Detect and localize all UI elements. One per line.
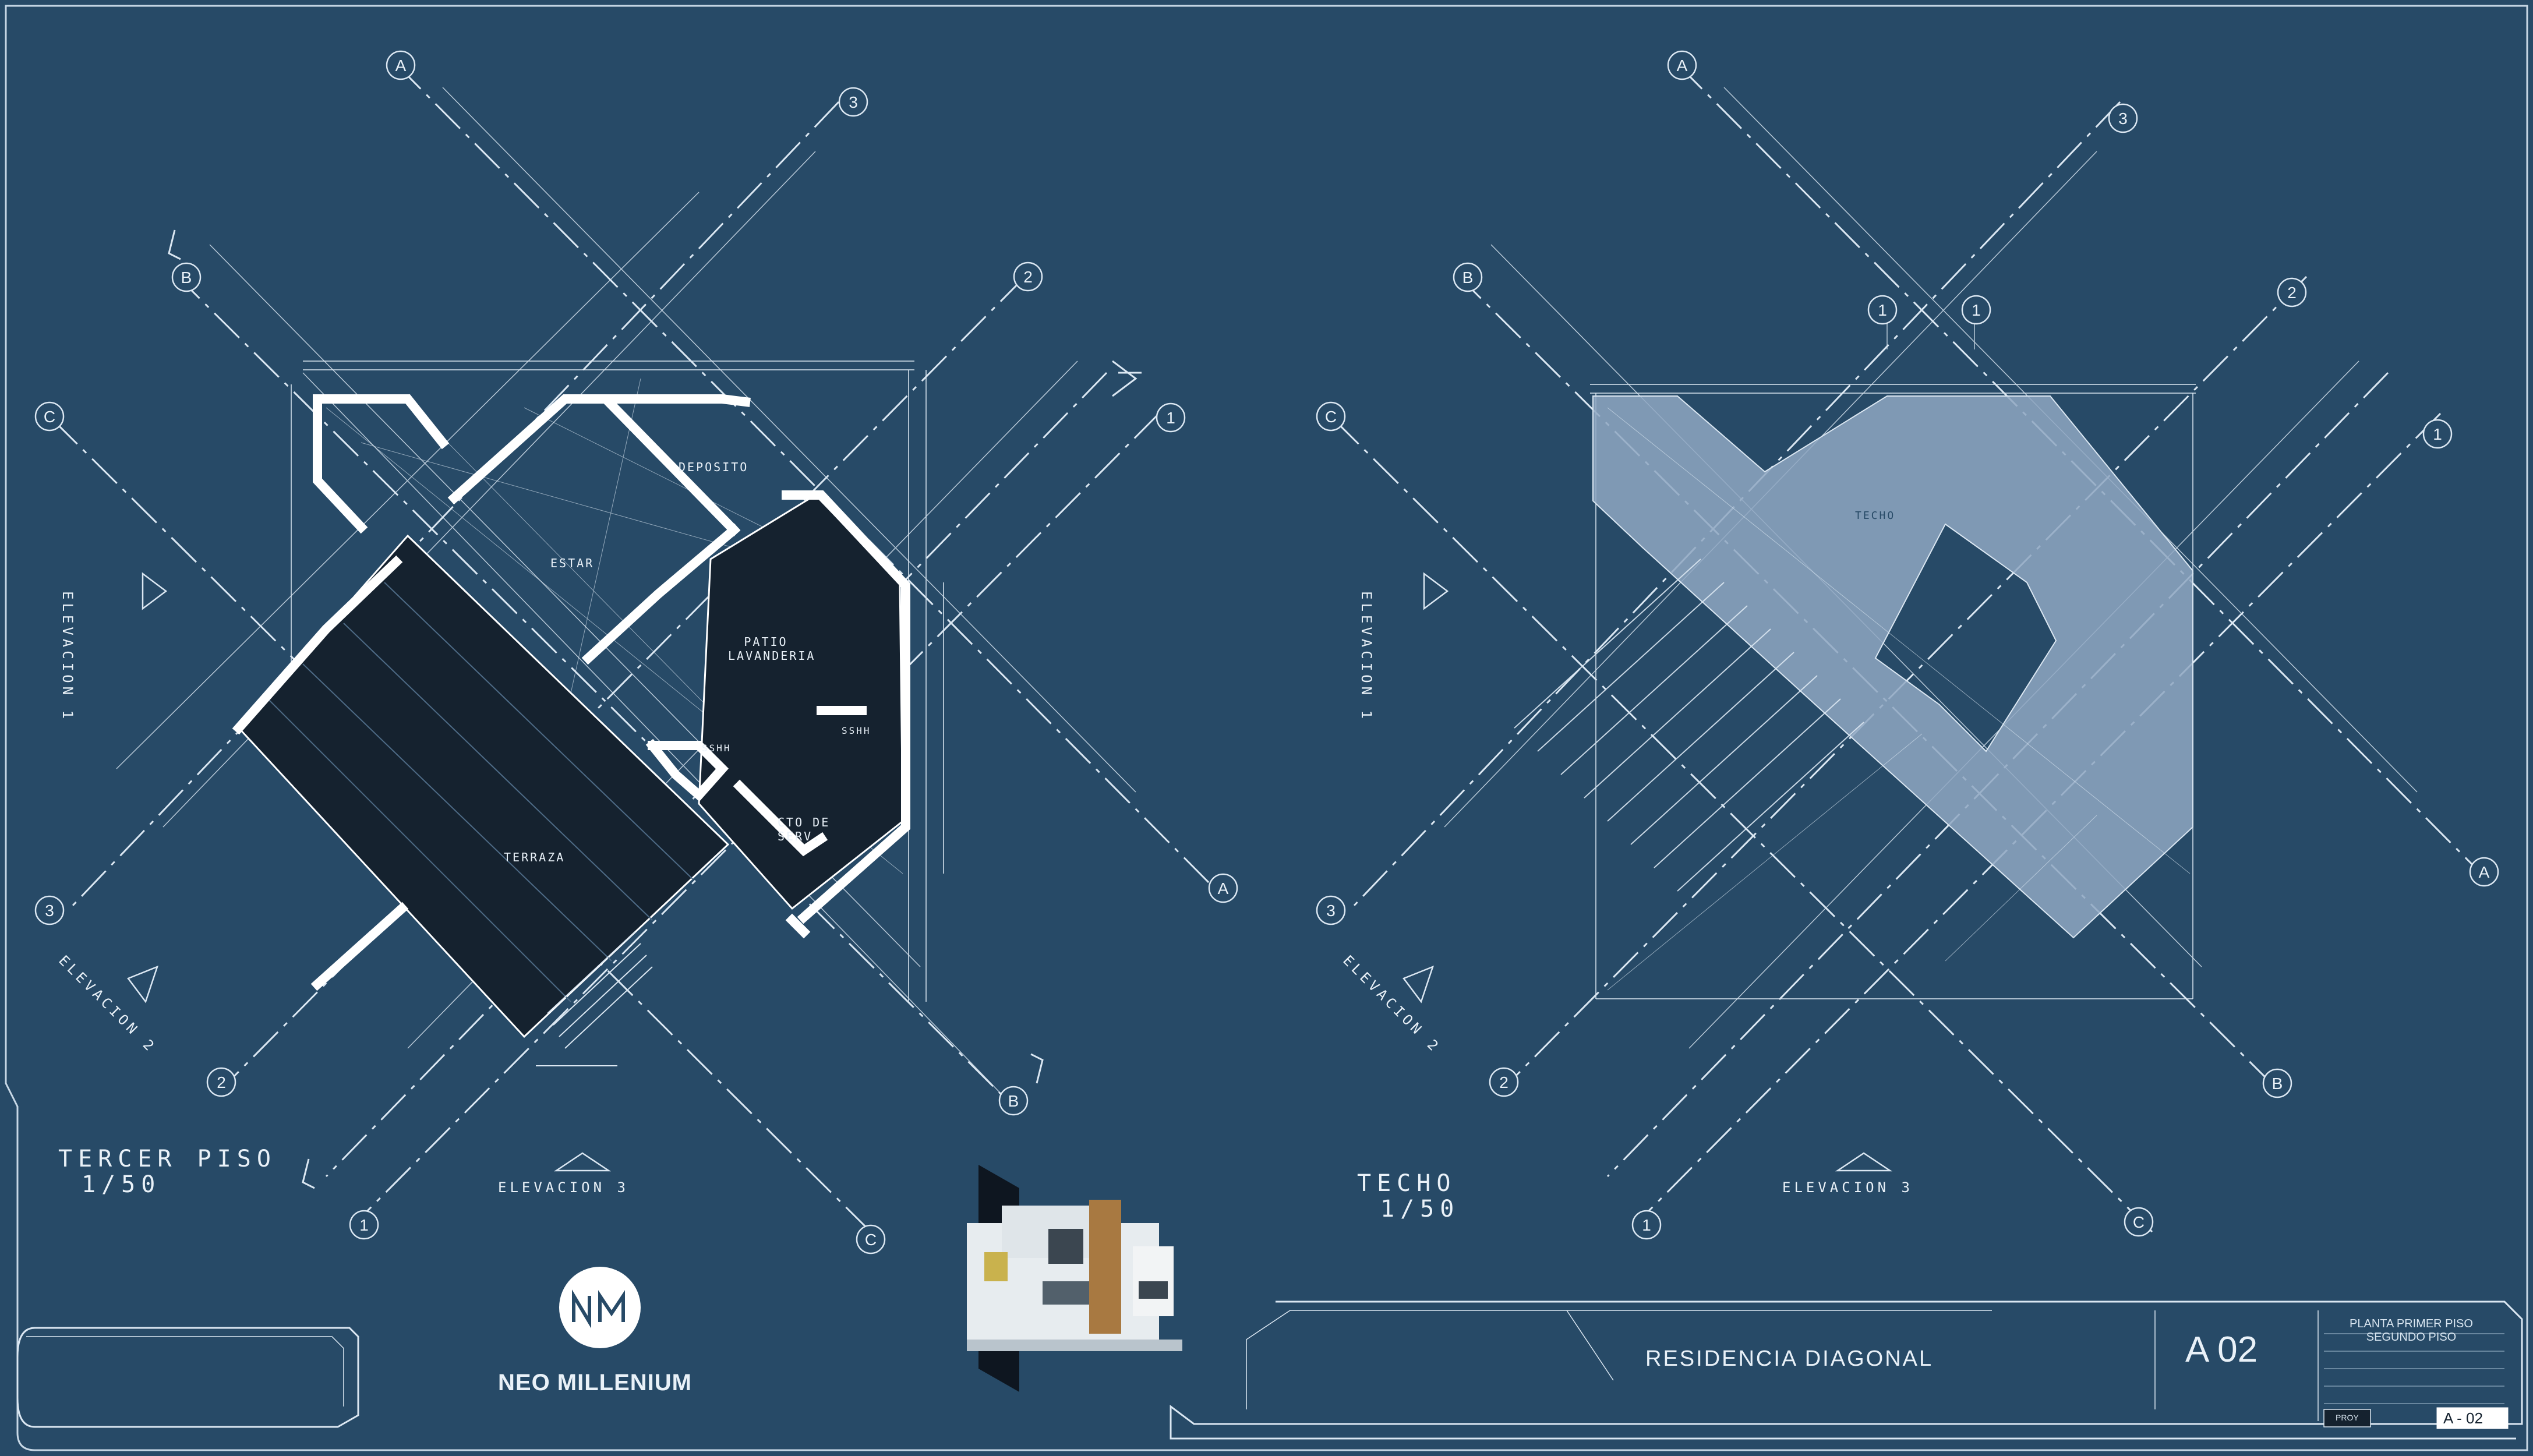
plan-scale-right: 1/50 xyxy=(1380,1196,1460,1222)
right-plan: A 3 B 2 1 1 C 1 3 A 2 B 1 C xyxy=(1316,50,2499,1240)
svg-text:2: 2 xyxy=(217,1073,226,1091)
room-sshh-1: SSHH xyxy=(702,743,732,754)
svg-text:C: C xyxy=(865,1231,877,1249)
svg-text:3: 3 xyxy=(1326,902,1336,920)
svg-text:1: 1 xyxy=(359,1216,369,1234)
svg-text:B: B xyxy=(1008,1092,1019,1110)
svg-text:B: B xyxy=(181,268,192,287)
elevation-3-right: ELEVACION 3 xyxy=(1782,1179,1913,1196)
svg-text:C: C xyxy=(44,408,55,426)
sheet-title-line1: PLANTA PRIMER PISO xyxy=(2350,1317,2473,1330)
elevation-1-left: ELEVACION 1 xyxy=(59,591,76,722)
svg-text:B: B xyxy=(1462,268,1474,287)
svg-text:C: C xyxy=(1325,408,1337,426)
svg-text:1: 1 xyxy=(1642,1216,1651,1234)
svg-text:3: 3 xyxy=(2118,109,2128,128)
sheet-title: PLANTA PRIMER PISO SEGUNDO PISO xyxy=(2321,1317,2502,1344)
room-patio-lavanderia: PATIO LAVANDERIA xyxy=(728,635,816,663)
sheet-code: A - 02 xyxy=(2443,1409,2483,1427)
svg-text:1: 1 xyxy=(2433,425,2442,443)
svg-text:C: C xyxy=(2133,1213,2145,1231)
room-terraza: TERRAZA xyxy=(504,850,566,864)
svg-text:2: 2 xyxy=(1499,1073,1509,1091)
svg-text:A: A xyxy=(2479,863,2490,881)
left-plan: A 3 B 2 C 1 3 A 2 B 1 C xyxy=(34,50,1238,1254)
svg-text:1: 1 xyxy=(1972,301,1981,319)
sheet-number: A 02 xyxy=(2185,1330,2258,1370)
room-deposito: DEPOSITO xyxy=(679,460,749,474)
svg-text:2: 2 xyxy=(1023,268,1033,286)
plan-title-right: TECHO 1/50 xyxy=(1357,1171,1460,1222)
svg-text:2: 2 xyxy=(2287,284,2297,302)
building-render xyxy=(967,1165,1182,1392)
room-techo: TECHO xyxy=(1855,510,1896,522)
sheet-title-line2: SEGUNDO PISO xyxy=(2366,1331,2457,1344)
plan-title-left-line1: TERCER PISO xyxy=(58,1146,277,1172)
plan-scale-left: 1/50 xyxy=(82,1171,161,1198)
elevation-3-left: ELEVACION 3 xyxy=(498,1179,629,1196)
proy-label: PROY xyxy=(2336,1413,2359,1422)
svg-text:3: 3 xyxy=(849,93,858,111)
plan-title-left: TERCER PISO 1/50 xyxy=(58,1146,277,1197)
svg-text:1: 1 xyxy=(1878,301,1887,319)
svg-text:B: B xyxy=(2272,1075,2283,1093)
plan-title-right-line1: TECHO xyxy=(1357,1170,1457,1197)
svg-text:A: A xyxy=(1677,56,1688,75)
svg-text:A: A xyxy=(395,56,407,75)
brand-name: NEO MILLENIUM xyxy=(498,1370,692,1395)
svg-text:3: 3 xyxy=(45,902,54,920)
svg-text:1: 1 xyxy=(1166,409,1175,427)
room-sshh-2: SSHH xyxy=(842,725,871,736)
project-name: RESIDENCIA DIAGONAL xyxy=(1645,1347,1934,1371)
room-cto-de-serv: CTO DE SERV. xyxy=(778,815,831,843)
room-estar: ESTAR xyxy=(550,556,595,570)
elevation-1-right: ELEVACION 1 xyxy=(1358,591,1375,722)
svg-text:A: A xyxy=(1218,879,1229,897)
